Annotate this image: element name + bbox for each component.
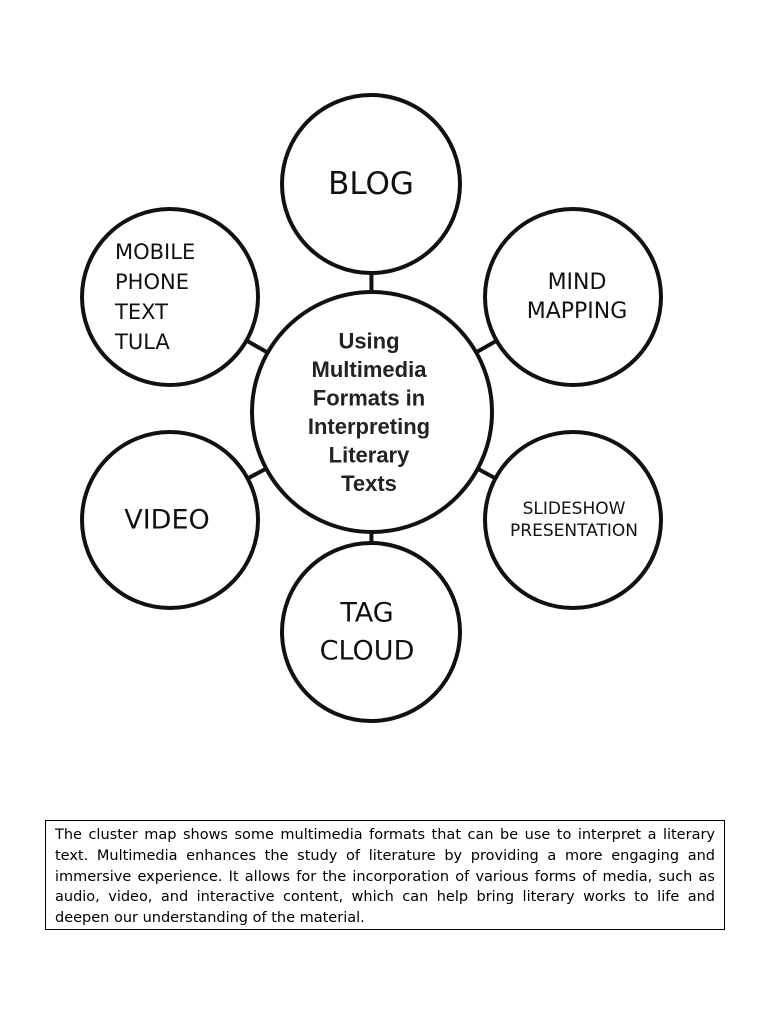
center-node-label-line-1: Using — [338, 328, 399, 353]
caption-box: The cluster map shows some multimedia fo… — [45, 820, 725, 930]
node-tag-cloud-label-line-2: CLOUD — [320, 636, 415, 667]
node-blog-label-line-1: BLOG — [328, 166, 414, 202]
connector-slideshow-presentation — [476, 467, 497, 481]
node-video: VIDEO — [80, 430, 260, 610]
node-blog: BLOG — [280, 93, 462, 275]
node-mind-mapping-circle — [483, 207, 663, 387]
node-mind-mapping-label-line-1: MIND — [548, 270, 607, 295]
node-mobile-phone-text-tula-circle — [80, 207, 260, 387]
center-node-circle — [250, 290, 494, 534]
node-video-circle — [80, 430, 260, 610]
caption-text: The cluster map shows some multimedia fo… — [55, 827, 715, 927]
node-mobile-phone-text-tula-label-line-4: TULA — [114, 330, 170, 354]
node-mind-mapping: MIND MAPPING — [483, 207, 663, 387]
center-node-label-line-5: Literary — [329, 442, 410, 467]
connector-video — [246, 466, 268, 481]
node-mobile-phone-text-tula-label-line-2: PHONE — [115, 270, 189, 294]
node-slideshow-presentation-label-line-1: SLIDESHOW — [523, 499, 626, 519]
node-mobile-phone-text-tula-label-line-1: MOBILE — [115, 240, 195, 264]
node-mobile-phone-text-tula: MOBILE PHONE TEXT TULA — [80, 207, 260, 387]
node-video-label-line-1: VIDEO — [124, 505, 210, 536]
node-tag-cloud: TAG CLOUD — [280, 541, 462, 723]
connector-mind-mapping — [475, 338, 498, 355]
node-tag-cloud-circle — [280, 541, 462, 723]
node-slideshow-presentation-label-line-2: PRESENTATION — [510, 521, 638, 541]
node-tag-cloud-label-line-1: TAG — [339, 598, 393, 629]
connectors — [245, 272, 498, 544]
connector-mobile-phone-text-tula — [245, 338, 269, 355]
node-slideshow-presentation-circle — [483, 430, 663, 610]
node-mobile-phone-text-tula-label-line-3: TEXT — [114, 300, 168, 324]
center-node-label-line-3: Formats in — [313, 385, 425, 410]
node-mind-mapping-label-line-2: MAPPING — [527, 299, 628, 324]
center-node-label-line-6: Texts — [341, 471, 397, 496]
node-blog-circle — [280, 93, 462, 275]
center-node-label-line-4: Interpreting — [308, 414, 430, 439]
center-node-label-line-2: Multimedia — [312, 357, 428, 382]
